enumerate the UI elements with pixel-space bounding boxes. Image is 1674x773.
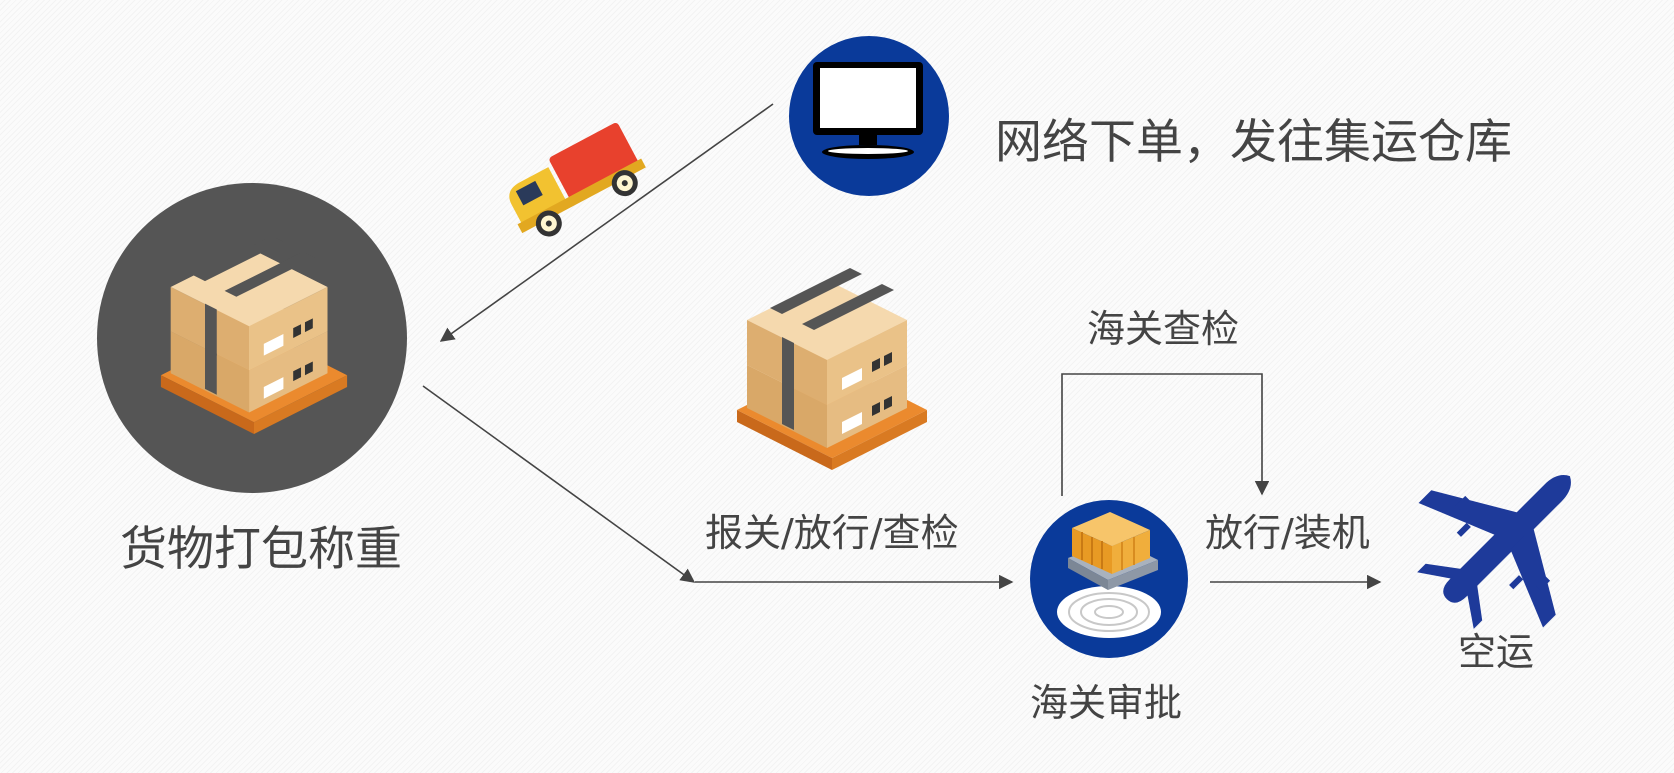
step-approval: 海关审批 <box>1030 681 1182 725</box>
scanner-icon <box>1030 500 1188 658</box>
truck-icon <box>509 122 646 237</box>
step-declare: 报关/放行/查检 <box>705 511 959 555</box>
airplane-icon <box>1417 475 1571 629</box>
pallet-icon <box>737 268 927 470</box>
step-customs-check: 海关查检 <box>1087 307 1239 351</box>
step-release-load: 放行/装机 <box>1205 511 1370 555</box>
arrow-packing-to-declare <box>422 385 696 583</box>
step-air: 空运 <box>1458 630 1534 674</box>
step-packing: 货物打包称重 <box>120 522 402 577</box>
packing-circle <box>97 183 407 493</box>
monitor-icon <box>789 36 949 196</box>
step-online-order: 网络下单，发往集运仓库 <box>995 115 1512 170</box>
arrow-order-to-packing <box>439 103 774 342</box>
arrow-customs-check-loop <box>1061 373 1270 496</box>
